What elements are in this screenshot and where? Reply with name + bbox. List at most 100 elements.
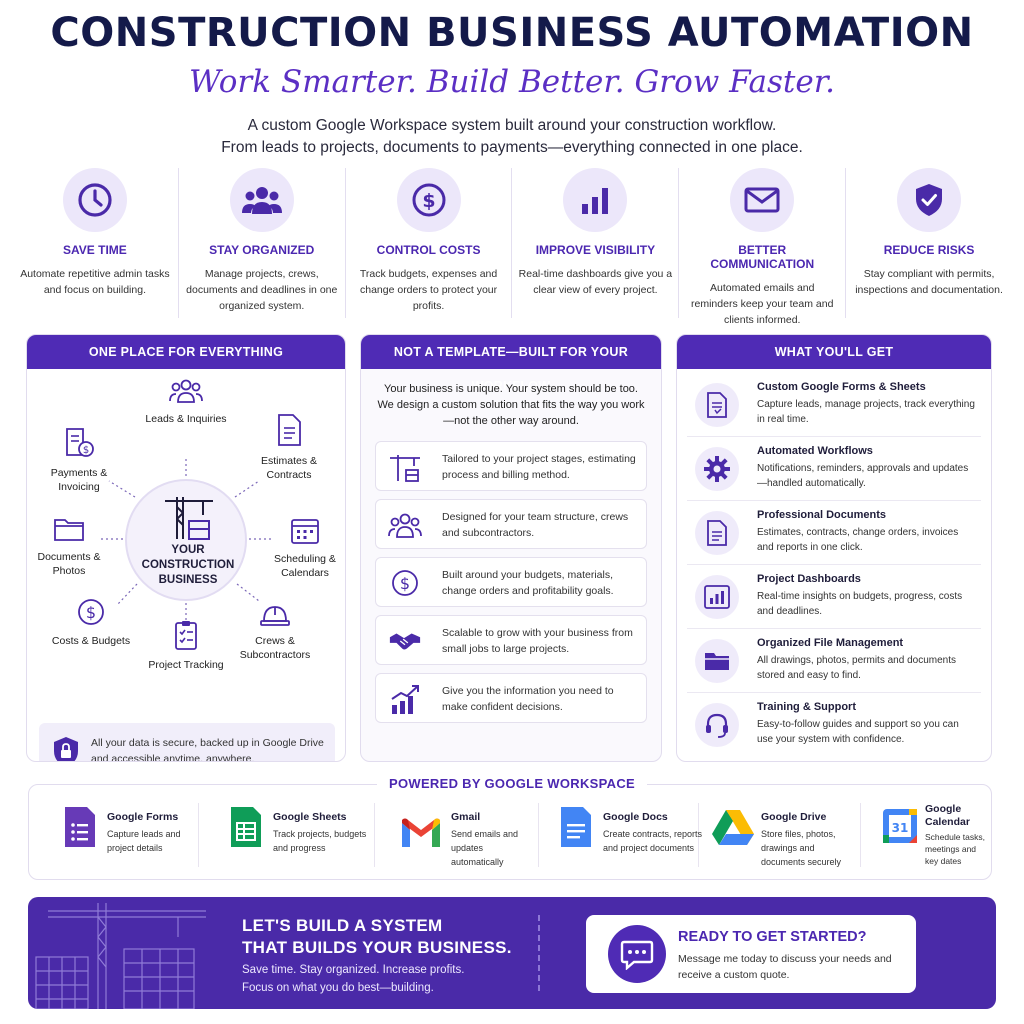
- workspace-app-desc: Send emails and updates automatically: [451, 829, 519, 867]
- cta-subtext-line-2: Focus on what you do best—building.: [242, 982, 434, 994]
- workspace-heading-wrap: POWERED BY GOOGLE WORKSPACE: [0, 768, 1024, 800]
- cta-headline-line-1: LET'S BUILD A SYSTEM: [242, 916, 443, 935]
- deliverable-desc: Easy-to-follow guides and support so you…: [757, 719, 959, 745]
- feature-stay-organized: STAY ORGANIZED Manage projects, crews, d…: [179, 168, 346, 318]
- crane-icon: [388, 452, 422, 482]
- gear-icon: [695, 447, 739, 491]
- handshake-icon: [388, 626, 422, 656]
- invoice-icon: $: [31, 427, 127, 463]
- folder-icon: [695, 639, 739, 683]
- spoke-scheduling: Scheduling & Calendars: [257, 515, 345, 580]
- headset-icon: [695, 703, 739, 747]
- cta-divider: [538, 915, 540, 991]
- spoke-label: Crews & Subcontractors: [239, 635, 311, 661]
- deliverable-item: Professional Documents Estimates, contra…: [687, 503, 981, 565]
- clipboard-icon: [138, 619, 234, 655]
- hub-label: YOUR CONSTRUCTION BUSINESS: [141, 544, 235, 586]
- workspace-app-docs: Google Docs Create contracts, reports an…: [549, 803, 702, 867]
- cta-headline: LET'S BUILD A SYSTEM THAT BUILDS YOUR BU…: [242, 915, 512, 959]
- workflow-card-text: Give you the information you need to mak…: [442, 685, 614, 713]
- folder-icon: [27, 515, 117, 547]
- deliverable-desc: Notifications, reminders, approvals and …: [757, 463, 969, 489]
- workflow-card: Give you the information you need to mak…: [375, 673, 647, 723]
- document-icon: [241, 413, 337, 451]
- workspace-app-desc: Schedule tasks, meetings and key dates: [925, 832, 986, 866]
- workspace-app-name: Gmail: [451, 811, 481, 823]
- workflow-card-text: Tailored to your project stages, estimat…: [442, 453, 636, 481]
- spoke-costs: $ Costs & Budgets: [43, 597, 139, 648]
- panel-heading: NOT A TEMPLATE—BUILT FOR YOUR WORKFLOW: [361, 335, 661, 393]
- deliverable-desc: All drawings, photos, permits and docume…: [757, 655, 956, 681]
- spoke-label: Documents & Photos: [37, 551, 101, 577]
- deliverable-item: Custom Google Forms & Sheets Capture lea…: [687, 375, 981, 437]
- workspace-app-drive: Google Drive Store files, photos, drawin…: [701, 803, 861, 867]
- envelope-icon: [730, 168, 795, 232]
- panel-what-you-get: WHAT YOU'LL GET Custom Google Forms & Sh…: [676, 334, 992, 762]
- svg-text:$: $: [86, 603, 96, 622]
- deliverable-title: Custom Google Forms & Sheets: [757, 381, 926, 393]
- growth-chart-icon: [388, 684, 422, 714]
- intro-line-2: From leads to projects, documents to pay…: [221, 139, 803, 156]
- hardhat-icon: [227, 599, 323, 631]
- spoke-label: Scheduling & Calendars: [274, 553, 336, 579]
- team-icon: [388, 510, 422, 540]
- workspace-app-name: Google Forms: [107, 811, 179, 823]
- google-forms-icon: [65, 807, 95, 847]
- workflow-card-text: Built around your budgets, materials, ch…: [442, 569, 614, 597]
- spoke-label: Project Tracking: [148, 659, 224, 671]
- feature-desc: Track budgets, expenses and change order…: [359, 268, 498, 312]
- team-icon: [229, 168, 294, 232]
- hub-diagram: YOUR CONSTRUCTION BUSINESS Leads & Inqui…: [27, 369, 345, 762]
- panel-one-place: ONE PLACE FOR EVERYTHING: [26, 334, 346, 762]
- workspace-app-gmail: Gmail Send emails and updates automatica…: [389, 803, 539, 867]
- deliverable-desc: Real-time insights on budgets, progress,…: [757, 591, 963, 617]
- feature-reduce-risks: REDUCE RISKS Stay compliant with permits…: [846, 168, 1012, 318]
- deliverable-title: Training & Support: [757, 701, 856, 713]
- cta-subtext: Save time. Stay organized. Increase prof…: [242, 961, 464, 997]
- workspace-heading: POWERED BY GOOGLE WORKSPACE: [377, 768, 647, 800]
- dollar-icon: $: [43, 597, 139, 631]
- secure-text: All your data is secure, backed up in Go…: [91, 737, 324, 762]
- clock-icon: [62, 168, 127, 232]
- google-docs-icon: [561, 807, 591, 847]
- deliverable-title: Professional Documents: [757, 509, 886, 521]
- bar-chart-icon: [563, 168, 628, 232]
- google-sheets-icon: [231, 807, 261, 847]
- workflow-card: Scalable to grow with your business from…: [375, 615, 647, 665]
- workflow-intro: Your business is unique. Your system sho…: [377, 383, 645, 427]
- workspace-app-name: Google Sheets: [273, 811, 347, 823]
- feature-better-communication: BETTER COMMUNICATION Automated emails an…: [679, 168, 847, 326]
- feature-title: BETTER COMMUNICATION: [710, 243, 815, 271]
- building-crane-illustration: [35, 903, 206, 1009]
- feature-desc: Manage projects, crews, documents and de…: [186, 268, 338, 312]
- workspace-app-name: Google Docs: [603, 811, 668, 823]
- feature-title: SAVE TIME: [63, 243, 127, 257]
- deliverable-desc: Estimates, contracts, change orders, inv…: [757, 527, 959, 553]
- cta-card-desc: Message me today to discuss your needs a…: [678, 953, 892, 981]
- workspace-app-name: Google Drive: [761, 811, 827, 823]
- dollar-icon: $: [388, 568, 422, 598]
- feature-title: STAY ORGANIZED: [209, 243, 315, 257]
- tagline: Work Smarter. Build Better. Grow Faster.: [188, 64, 836, 100]
- cta-headline-line-2: THAT BUILDS YOUR BUSINESS.: [242, 938, 512, 957]
- workflow-card: $ Built around your budgets, materials, …: [375, 557, 647, 607]
- dashboard-icon: [695, 575, 739, 619]
- calendar-day-badge: 31: [892, 821, 909, 835]
- feature-desc: Stay compliant with permits, inspections…: [855, 268, 1003, 296]
- spoke-label: Leads & Inquiries: [145, 413, 227, 425]
- panel-heading: WHAT YOU'LL GET: [677, 335, 991, 369]
- document-icon: [695, 511, 739, 555]
- google-calendar-icon: 31: [883, 809, 917, 843]
- deliverable-item: Training & Support Easy-to-follow guides…: [687, 695, 981, 757]
- workspace-app-calendar: 31 Google Calendar Schedule tasks, meeti…: [871, 803, 987, 867]
- shield-lock-icon: [54, 737, 78, 761]
- workspace-app-desc: Store files, photos, drawings and docume…: [761, 829, 842, 867]
- feature-desc: Automate repetitive admin tasks and focu…: [20, 268, 170, 296]
- deliverable-title: Project Dashboards: [757, 573, 861, 585]
- svg-text:$: $: [422, 190, 435, 212]
- feature-desc: Automated emails and reminders keep your…: [691, 282, 834, 326]
- workspace-app-forms: Google Forms Capture leads and project d…: [53, 803, 199, 867]
- cta-card[interactable]: READY TO GET STARTED? Message me today t…: [586, 915, 916, 993]
- panel-heading: ONE PLACE FOR EVERYTHING: [27, 335, 345, 369]
- spoke-label: Payments & Invoicing: [50, 467, 108, 493]
